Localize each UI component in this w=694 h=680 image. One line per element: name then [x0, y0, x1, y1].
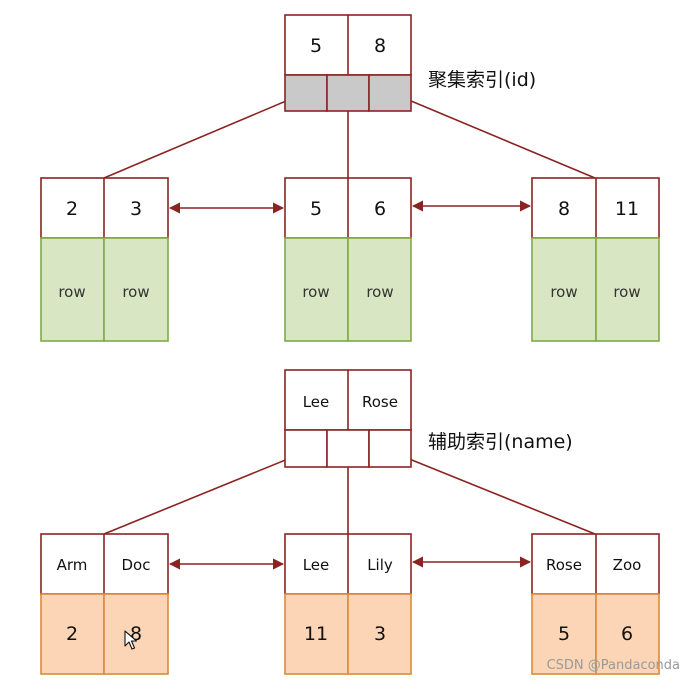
leaf-key: 6: [374, 198, 386, 220]
row-label: row: [613, 283, 640, 301]
secondary-root-node: Lee Rose: [284, 369, 412, 468]
clustered-leaf-node: 2 3 row row: [40, 177, 169, 342]
clustered-index-title: 聚集索引(id): [428, 69, 536, 91]
value-cell: [595, 593, 660, 675]
pointer-cell: [326, 429, 370, 468]
row-cell: [284, 237, 349, 342]
value-cell: [284, 593, 349, 675]
pointer-cell: [368, 429, 412, 468]
leaf-key: Lee: [303, 556, 330, 574]
value-cell: [103, 593, 169, 675]
leaf-value: 11: [304, 623, 328, 645]
leaf-key: 2: [66, 198, 78, 220]
row-label: row: [366, 283, 393, 301]
secondary-index: Lee Rose 辅助索引(name) Arm Doc 2 8 Lee Lily…: [40, 369, 660, 675]
row-cell: [347, 237, 412, 342]
row-label: row: [122, 283, 149, 301]
clustered-leaf-node: 5 6 row row: [284, 177, 412, 342]
edge-root-right: [391, 92, 596, 179]
leaf-key: 11: [615, 198, 639, 220]
leaf-key: 3: [130, 198, 142, 220]
edge-root-left: [103, 451, 306, 535]
leaf-key: Doc: [122, 556, 151, 574]
row-cell: [595, 237, 660, 342]
row-cell: [103, 237, 169, 342]
row-cell: [531, 237, 597, 342]
row-label: row: [550, 283, 577, 301]
leaf-key: Lily: [367, 556, 393, 574]
value-cell: [347, 593, 412, 675]
row-cell: [40, 237, 105, 342]
secondary-leaf-node: Arm Doc 2 8: [40, 533, 169, 675]
watermark: CSDN @Pandaconda: [547, 658, 680, 673]
leaf-value: 2: [66, 623, 78, 645]
leaf-value: 5: [558, 623, 570, 645]
edge-root-right: [391, 451, 596, 535]
secondary-leaf-node: Rose Zoo 5 6: [531, 533, 660, 675]
value-cell: [531, 593, 597, 675]
value-cell: [40, 593, 105, 675]
secondary-leaf-node: Lee Lily 11 3: [284, 533, 412, 675]
row-label: row: [58, 283, 85, 301]
root-key: 8: [374, 35, 386, 57]
leaf-value: 6: [621, 623, 633, 645]
root-key: 5: [310, 35, 322, 57]
pointer-cell: [284, 74, 328, 112]
edge-root-left: [103, 92, 306, 179]
leaf-key: Rose: [546, 556, 582, 574]
leaf-key: Zoo: [613, 556, 642, 574]
pointer-cell: [326, 74, 370, 112]
row-label: row: [302, 283, 329, 301]
root-key: Lee: [303, 393, 330, 411]
leaf-key: 5: [310, 198, 322, 220]
pointer-cell: [368, 74, 412, 112]
clustered-root-node: 5 8: [284, 14, 412, 112]
leaf-key: 8: [558, 198, 570, 220]
clustered-index: 5 8 聚集索引(id) 2 3 row row 5 6 row row: [40, 14, 660, 342]
leaf-value: 3: [374, 623, 386, 645]
leaf-key: Arm: [57, 556, 88, 574]
mouse-pointer-icon: [124, 630, 138, 650]
root-key: Rose: [362, 393, 398, 411]
clustered-leaf-node: 8 11 row row: [531, 177, 660, 342]
secondary-index-title: 辅助索引(name): [428, 431, 573, 453]
pointer-cell: [284, 429, 328, 468]
